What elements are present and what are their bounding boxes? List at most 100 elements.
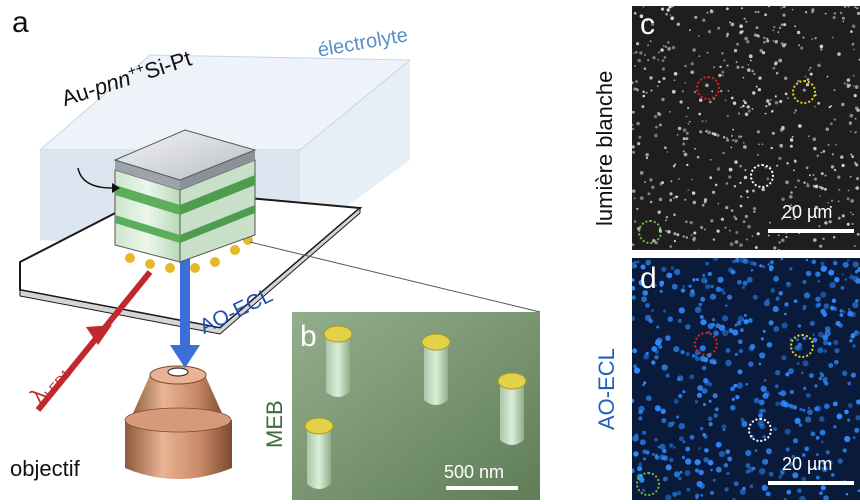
label-pointer <box>77 167 113 189</box>
particle <box>632 145 635 149</box>
particle <box>805 166 809 170</box>
particle <box>632 398 635 403</box>
particle <box>692 236 696 240</box>
particle <box>733 185 737 188</box>
particle <box>742 76 745 79</box>
particle <box>737 369 743 375</box>
particle <box>789 389 795 395</box>
particle <box>733 383 738 388</box>
particle <box>737 279 742 285</box>
particle <box>707 459 714 466</box>
particle <box>855 186 859 190</box>
particle <box>680 350 685 355</box>
particle <box>701 120 704 123</box>
particle <box>681 90 684 93</box>
particle <box>733 215 736 219</box>
particle <box>698 302 703 307</box>
particle <box>850 130 852 133</box>
particle <box>851 222 854 226</box>
particle <box>728 229 731 232</box>
scalebar-c-label: 20 µm <box>782 202 833 222</box>
particle <box>694 15 698 19</box>
particle <box>849 339 853 343</box>
particle <box>830 122 833 126</box>
particle <box>659 289 663 293</box>
particle <box>740 328 744 333</box>
particle <box>725 137 729 140</box>
particle <box>698 469 704 476</box>
particle <box>755 26 759 30</box>
particle <box>678 393 683 399</box>
particle <box>785 447 790 452</box>
particle <box>802 36 805 39</box>
particle <box>734 240 739 244</box>
particle <box>687 122 690 125</box>
particle <box>651 22 655 26</box>
particle <box>745 382 749 386</box>
particle <box>820 151 823 154</box>
particle <box>695 496 699 500</box>
particle <box>665 373 670 378</box>
particle <box>774 39 778 44</box>
particle <box>632 123 634 127</box>
particle <box>716 167 721 171</box>
particle <box>759 408 763 413</box>
particle <box>855 177 860 181</box>
particle <box>669 14 672 16</box>
particle <box>742 99 746 103</box>
particle <box>837 175 841 179</box>
particle <box>771 131 775 135</box>
particle <box>665 215 669 219</box>
particle <box>763 36 766 40</box>
particle <box>707 271 712 277</box>
particle <box>715 466 722 473</box>
particle <box>794 417 801 424</box>
particle <box>731 397 736 401</box>
particle <box>686 163 689 167</box>
particle <box>706 11 709 14</box>
particle <box>815 405 822 412</box>
particle <box>632 243 635 247</box>
particle <box>632 316 636 321</box>
particle <box>820 48 823 51</box>
particle <box>770 146 773 150</box>
particle <box>809 320 815 326</box>
particle <box>806 184 810 188</box>
particle <box>641 105 645 109</box>
particle <box>694 468 700 473</box>
particle <box>751 466 756 471</box>
particle <box>829 281 836 289</box>
particle <box>685 115 688 118</box>
particle <box>746 105 750 109</box>
particle <box>761 51 766 55</box>
particle <box>665 335 671 341</box>
panel-c-letter: c <box>640 8 655 41</box>
particle <box>691 178 693 181</box>
particle <box>633 220 637 223</box>
particle <box>658 197 663 202</box>
particle <box>759 264 763 268</box>
particle <box>661 67 665 71</box>
particle <box>672 6 674 8</box>
particle <box>766 37 769 40</box>
particle <box>848 121 853 125</box>
particle <box>741 318 745 322</box>
particle <box>812 466 817 471</box>
particle <box>753 72 756 76</box>
particle <box>703 198 708 202</box>
particle <box>803 181 806 184</box>
particle <box>645 153 649 157</box>
marker-yellow <box>790 334 814 358</box>
particle <box>707 130 711 135</box>
particle <box>674 268 681 276</box>
particle <box>836 413 843 420</box>
particle <box>750 269 754 272</box>
sem-scalebar <box>446 486 518 490</box>
particle <box>710 468 713 472</box>
particle <box>712 238 716 241</box>
particle <box>730 134 733 137</box>
particle <box>813 185 816 188</box>
particle <box>835 143 837 146</box>
particle <box>655 453 658 457</box>
